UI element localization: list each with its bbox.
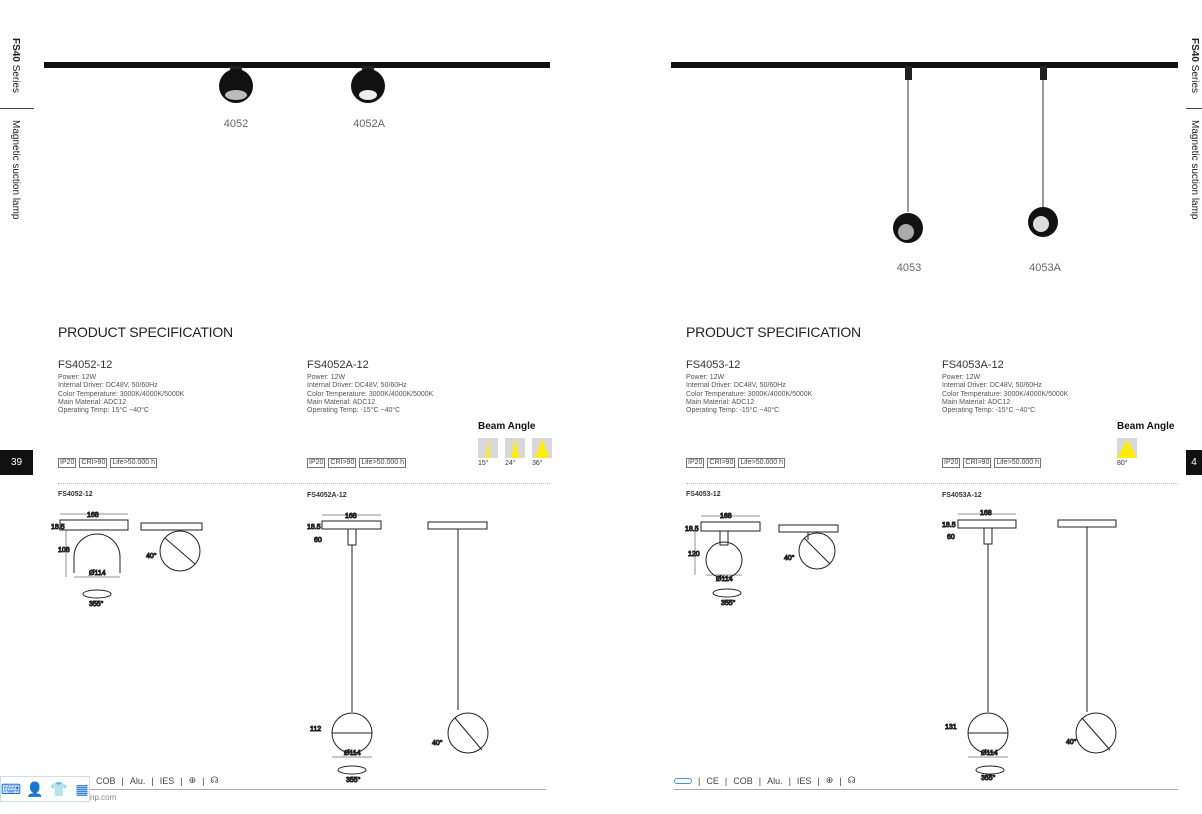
side-series-left: FS40 Series <box>10 38 21 93</box>
beam-80-icon <box>1117 438 1137 458</box>
drawing-title: FS4053A-12 <box>942 492 982 499</box>
svg-text:Ø114: Ø114 <box>981 750 998 757</box>
svg-text:168: 168 <box>87 512 99 519</box>
side-divider <box>1186 108 1202 109</box>
product-photos <box>219 66 1058 243</box>
svg-text:40°: 40° <box>1066 738 1077 746</box>
svg-text:18.5: 18.5 <box>942 522 956 529</box>
spec-title: PRODUCT SPECIFICATION <box>58 324 233 340</box>
series-bold: FS40 <box>10 38 21 62</box>
logo-icon <box>674 777 692 784</box>
track-rail <box>44 62 550 68</box>
cert-bar-left: COB|Alu.|IES|⊕|☊ <box>96 775 219 786</box>
model-name: FS4053-12 <box>686 359 741 371</box>
drawing-title: FS4052A-12 <box>307 492 347 499</box>
page-number-left: 39 <box>0 450 33 475</box>
svg-text:Ø114: Ø114 <box>89 570 106 577</box>
page-number-right: 4 <box>1186 450 1202 475</box>
keyboard-icon[interactable]: ⌨ <box>0 780 22 797</box>
svg-text:131: 131 <box>945 724 957 731</box>
lamp-4053-image <box>893 66 923 243</box>
drawing-fs4053a-side: 40° <box>1057 519 1117 754</box>
drawing-fs4052-side: 40° <box>140 522 203 572</box>
product-label: 4053 <box>896 262 922 274</box>
series-bold: FS40 <box>1189 38 1200 62</box>
svg-text:112: 112 <box>310 726 321 733</box>
svg-text:355°: 355° <box>346 776 361 784</box>
svg-text:18.5: 18.5 <box>51 524 65 531</box>
grid-icon[interactable]: ▦ <box>75 780 89 797</box>
side-subtitle-left: Magnetic suction lamp <box>10 120 21 220</box>
drawing-fs4053-side: 40° <box>778 524 839 570</box>
footer-line <box>90 789 546 790</box>
drawing-title: FS4053-12 <box>686 491 721 498</box>
cert-bar-right: |CE|COB|Alu.|IES|⊕|☊ <box>674 775 856 786</box>
divider <box>58 483 550 484</box>
svg-text:60: 60 <box>314 537 322 544</box>
svg-text:355°: 355° <box>981 774 996 782</box>
footer-line <box>674 789 1178 790</box>
model-name: FS4053A-12 <box>942 359 1004 371</box>
product-label: 4053A <box>1029 262 1061 274</box>
svg-text:108: 108 <box>58 547 70 554</box>
beam-15-icon <box>478 438 498 458</box>
side-divider <box>0 108 34 109</box>
side-subtitle-right: Magnetic suction lamp <box>1189 120 1200 220</box>
divider <box>686 483 1178 484</box>
lamp-4052-image <box>219 66 253 103</box>
drawing-title: FS4052-12 <box>58 491 93 498</box>
svg-text:40°: 40° <box>432 739 443 747</box>
svg-text:40°: 40° <box>784 554 795 562</box>
product-label: 4052A <box>353 118 385 130</box>
svg-text:120: 120 <box>688 551 700 558</box>
beam-angle-title: Beam Angle <box>1117 421 1175 432</box>
svg-text:168: 168 <box>980 510 992 517</box>
lamp-4053a-image <box>1028 66 1058 237</box>
svg-text:168: 168 <box>345 513 357 520</box>
model-name: FS4052A-12 <box>307 359 369 371</box>
svg-text:Ø114: Ø114 <box>716 576 733 583</box>
series-label: Series <box>10 64 21 94</box>
beam-angles: 15° 24° 36° <box>478 438 552 467</box>
lamp-4052a-image <box>351 66 385 103</box>
track-rail <box>671 62 1178 68</box>
series-label: Series <box>1189 64 1200 94</box>
svg-text:60: 60 <box>947 534 955 541</box>
svg-text:18.5: 18.5 <box>307 524 321 531</box>
spec-title: PRODUCT SPECIFICATION <box>686 324 861 340</box>
floating-toolbar: ⌨ 👤 👕 ▦ <box>0 776 90 802</box>
user-card-icon[interactable]: 👤 <box>26 780 44 797</box>
svg-text:355°: 355° <box>89 600 104 608</box>
svg-text:168: 168 <box>720 513 732 520</box>
svg-text:Ø114: Ø114 <box>344 750 361 757</box>
svg-text:18.5: 18.5 <box>685 526 699 533</box>
side-series-right: FS40 Series <box>1189 38 1200 93</box>
svg-text:40°: 40° <box>146 552 157 560</box>
beam-angles: 80° <box>1117 438 1137 467</box>
shirt-icon[interactable]: 👕 <box>50 780 68 797</box>
product-label: 4052 <box>223 118 249 130</box>
model-name: FS4052-12 <box>58 359 113 371</box>
beam-24-icon <box>505 438 525 458</box>
beam-angle-title: Beam Angle <box>478 421 536 432</box>
svg-text:355°: 355° <box>721 599 736 607</box>
drawing-fs4052a-side: 40° <box>427 521 489 754</box>
beam-36-icon <box>532 438 552 458</box>
footer-url: np.com <box>90 793 117 802</box>
